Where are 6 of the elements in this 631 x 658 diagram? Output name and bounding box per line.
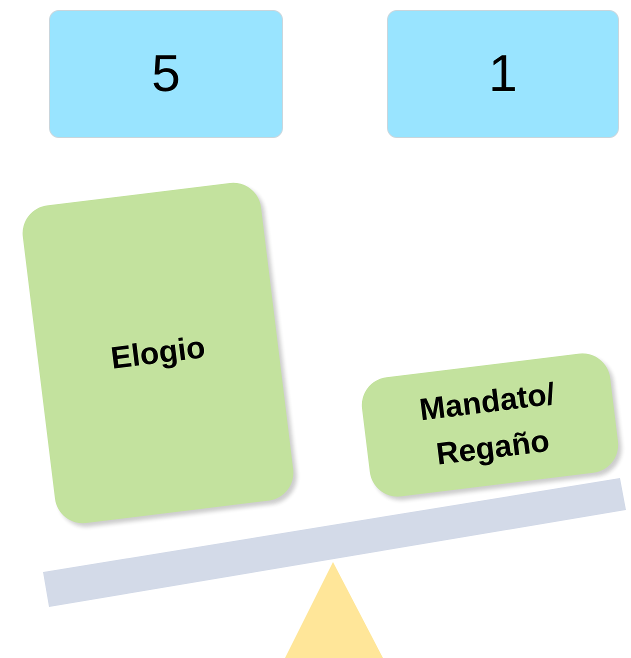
number-box — [387, 10, 619, 138]
card-label: Elogio — [108, 328, 208, 378]
count-number: 1 — [488, 44, 518, 104]
count-number: 5 — [152, 44, 180, 104]
card-label: Mandato/ Regaño — [416, 374, 558, 474]
number-box — [49, 10, 283, 138]
